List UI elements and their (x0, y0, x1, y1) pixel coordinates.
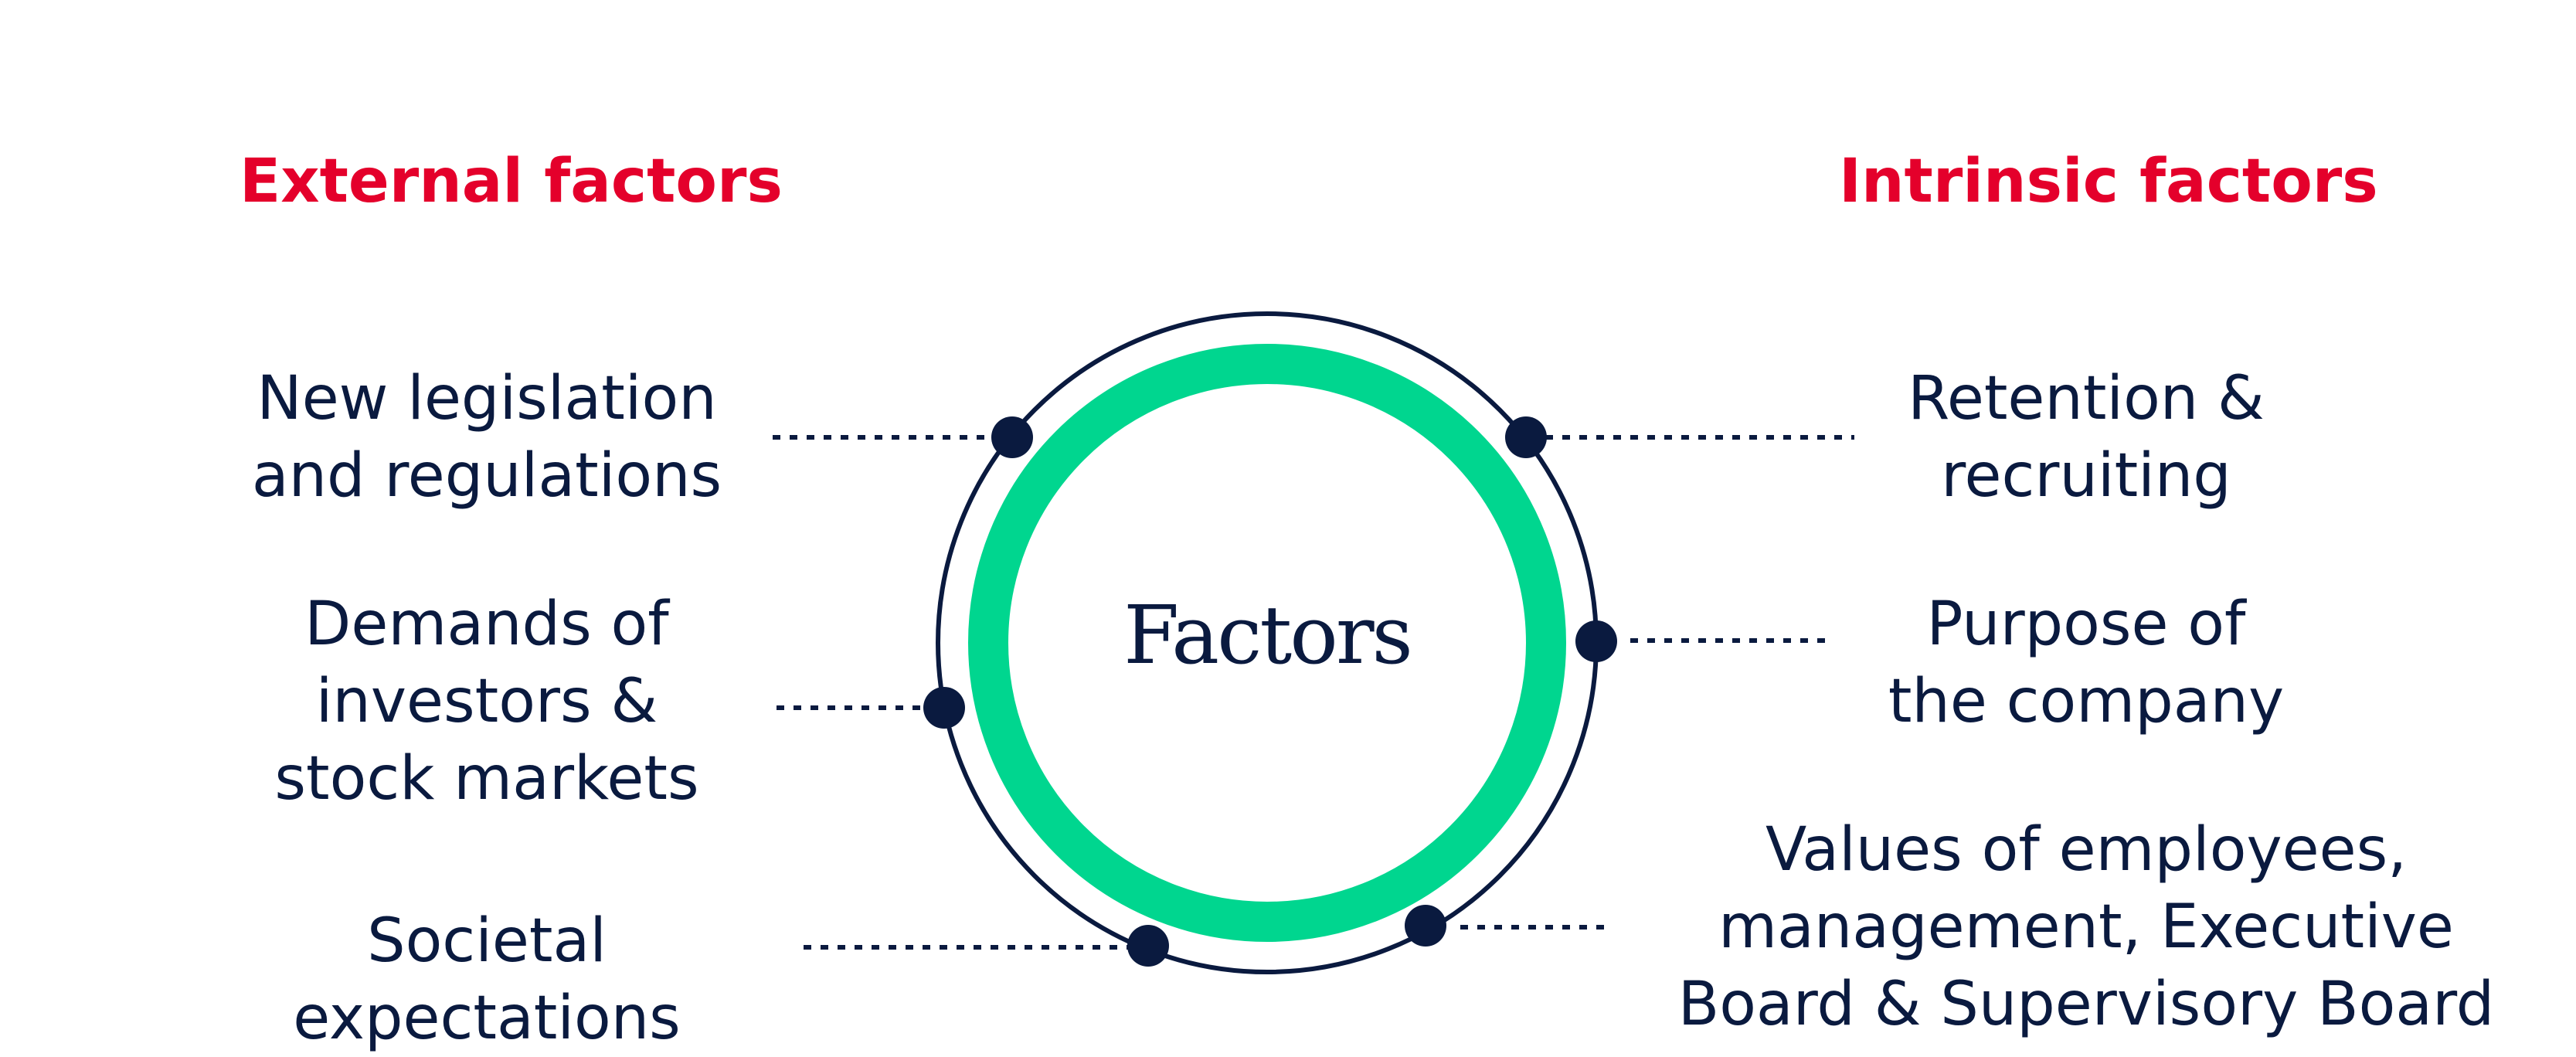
intrinsic-factors-heading: Intrinsic factors (1839, 147, 2378, 216)
dot-values-employees (1405, 905, 1446, 947)
factor-line: Values of employees, (1765, 815, 2408, 885)
factor-retention-recruiting: Retention & recruiting (1847, 360, 2326, 515)
dot-purpose-company (1575, 620, 1617, 662)
dot-retention-recruiting (1505, 416, 1547, 458)
external-factors-heading: External factors (240, 147, 783, 216)
factor-new-legislation: New legislation and regulations (201, 360, 773, 515)
factor-demands-investors: Demands of investors & stock markets (224, 586, 749, 817)
factor-line: recruiting (1941, 441, 2231, 511)
factor-line: investors & (315, 667, 658, 736)
factor-values-employees: Values of employees, management, Executi… (1623, 811, 2550, 1043)
green-ring (968, 344, 1566, 942)
dot-new-legislation (991, 416, 1033, 458)
factor-line: management, Executive (1718, 892, 2454, 962)
factor-line: stock markets (274, 744, 699, 814)
factor-line: Purpose of (1926, 590, 2246, 659)
factor-line: Demands of (304, 590, 669, 659)
dot-societal-expectations (1127, 925, 1169, 967)
factor-line: Societal (367, 906, 607, 976)
factor-line: New legislation (257, 364, 717, 433)
dot-demands-investors (923, 687, 965, 729)
factor-purpose-company: Purpose of the company (1831, 586, 2341, 740)
factor-societal-expectations: Societal expectations (232, 902, 742, 1057)
factor-line: the company (1888, 667, 2285, 736)
factor-line: and regulations (251, 441, 722, 511)
factor-line: Retention & (1908, 364, 2265, 433)
factor-line: Board & Supervisory Board (1677, 970, 2495, 1039)
center-label: Factors (1123, 588, 1413, 682)
factor-line: expectations (293, 984, 681, 1053)
